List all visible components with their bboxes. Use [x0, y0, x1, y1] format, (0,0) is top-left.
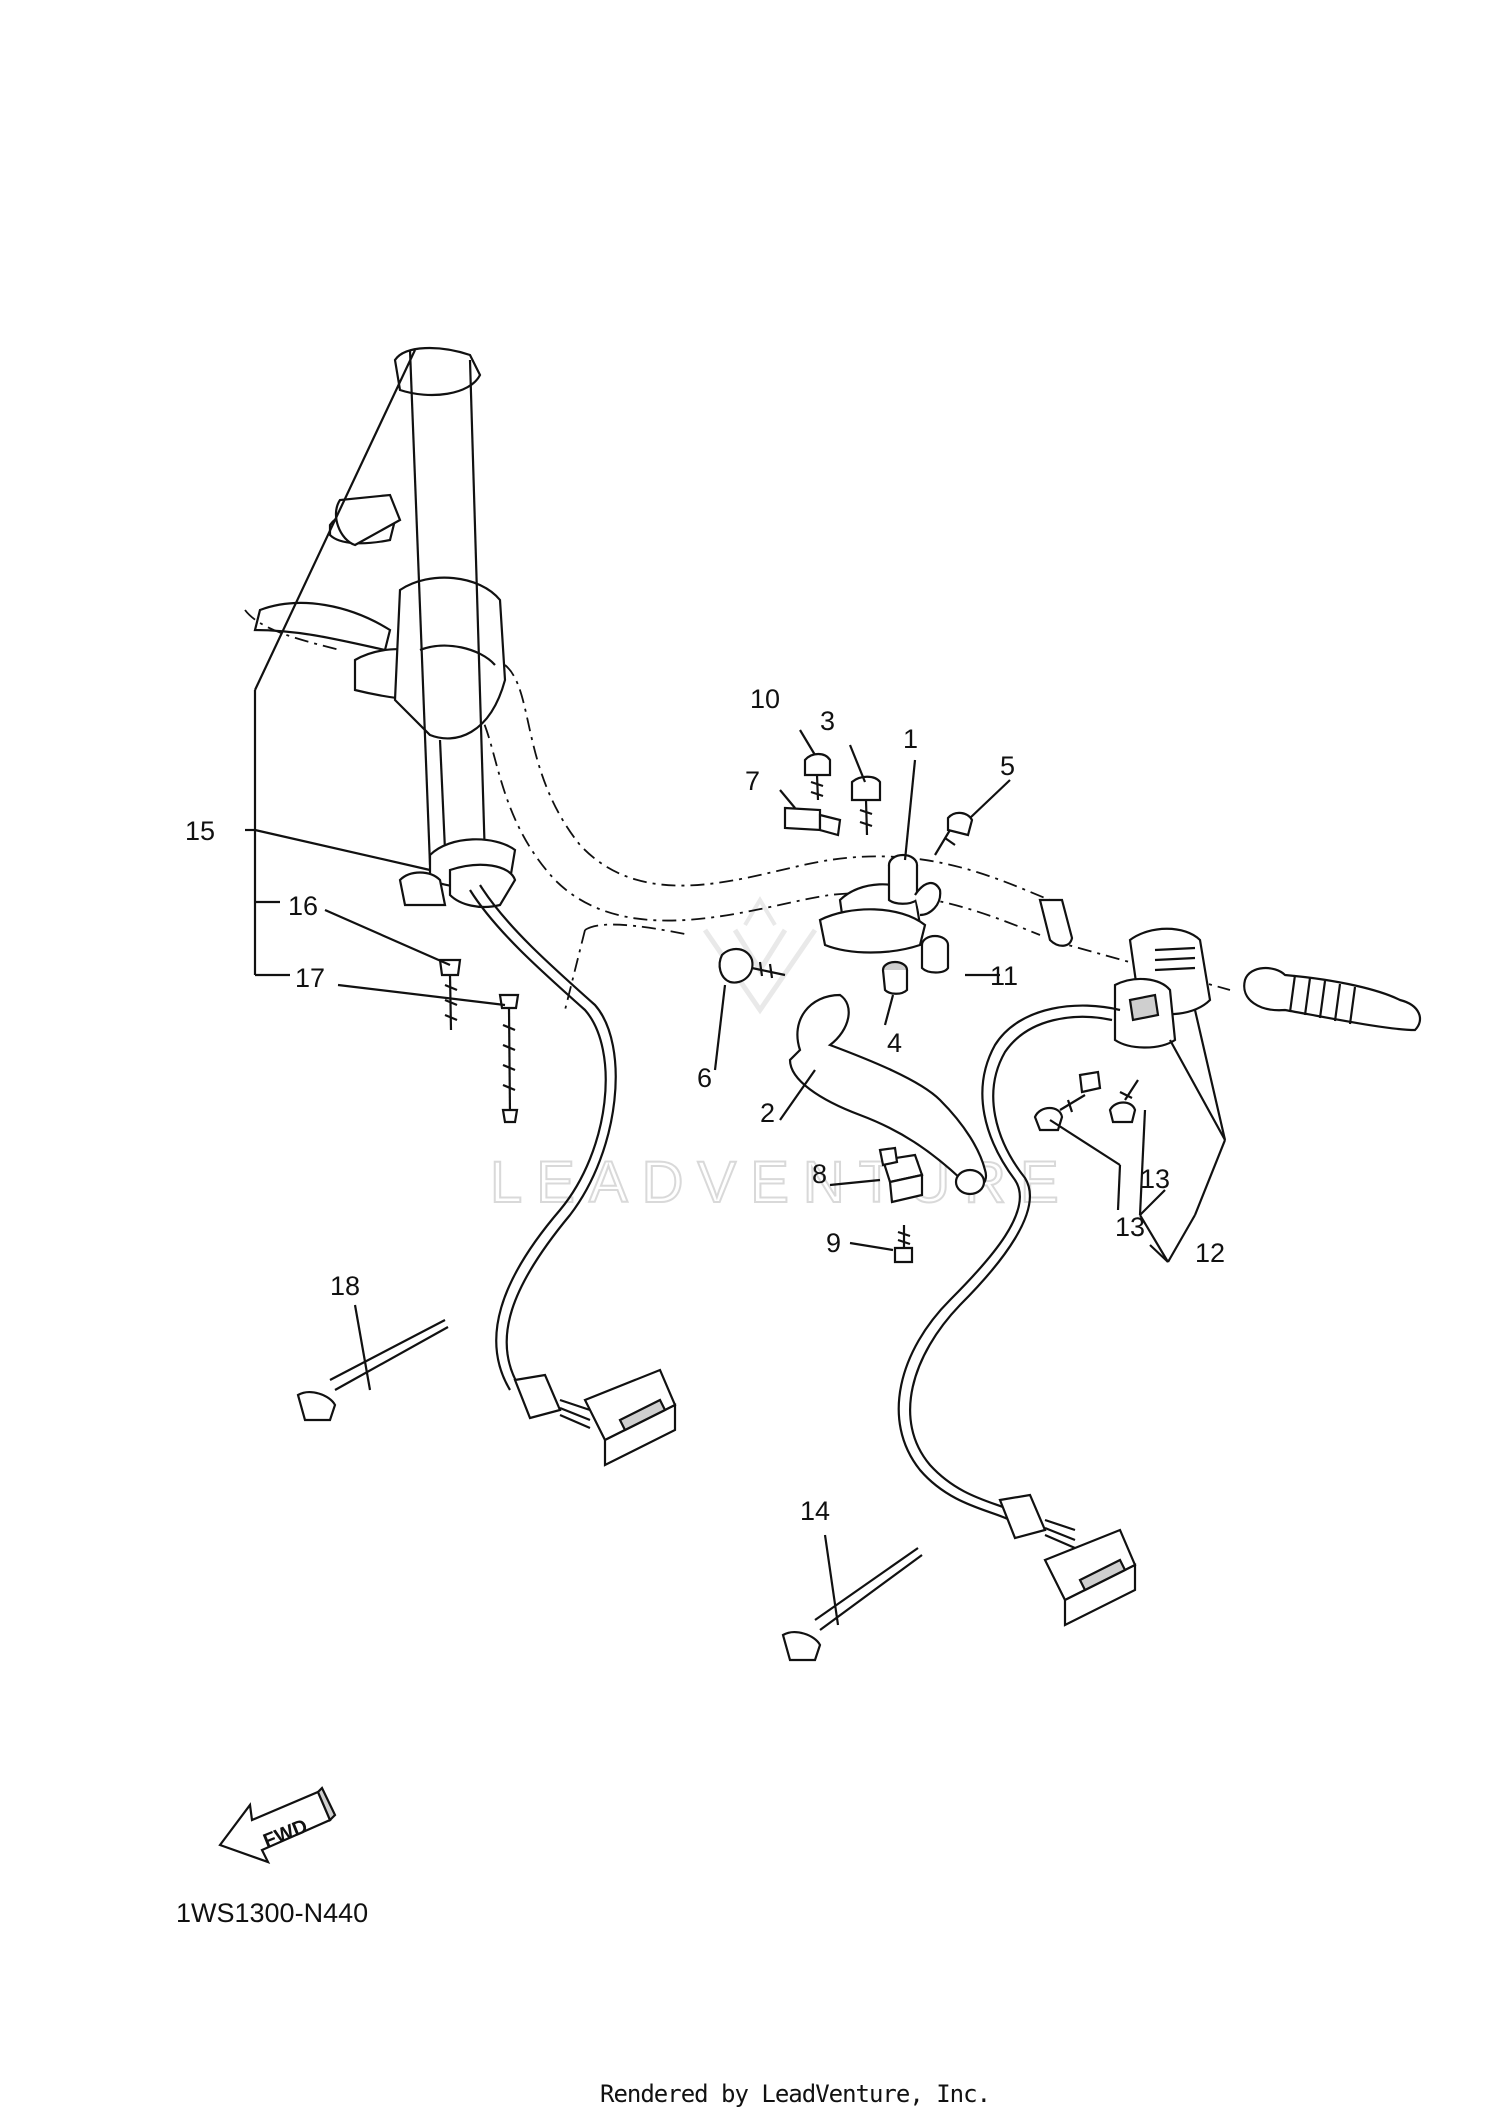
callout-12: 12	[1195, 1238, 1225, 1268]
render-credit: Rendered by LeadVenture, Inc.	[600, 2080, 991, 2108]
callout-17: 17	[295, 963, 325, 993]
part-9-screw	[893, 1225, 914, 1264]
handlebar	[469, 664, 1231, 1011]
left-grip	[244, 493, 402, 651]
part-6-adjuster	[718, 947, 786, 984]
part-13-screw-b	[1108, 1079, 1139, 1124]
part-14-cable-tie	[781, 1547, 923, 1662]
part-4-collar	[881, 960, 909, 995]
left-handlebar-switch-assembly	[253, 347, 507, 866]
diagram-code: 1WS1300-N440	[176, 1898, 369, 1928]
callout-6: 6	[697, 1063, 712, 1093]
callout-18: 18	[330, 1271, 360, 1301]
right-switch-connector	[998, 1493, 1137, 1627]
part-13-screw-a	[1033, 1094, 1086, 1132]
part-2-lever	[788, 993, 988, 1196]
callout-11: 11	[990, 961, 1018, 991]
callout-13-lower: 13	[1115, 1212, 1145, 1242]
leader-lines	[245, 349, 1227, 1626]
part-1-lever-bracket	[818, 853, 942, 954]
callout-labels: 1 2 3 4 5 6 7 8 9 10 11 12 13 13 14 15 1…	[185, 684, 1225, 1526]
part-18-cable-tie	[296, 1319, 449, 1422]
part-7-clip	[783, 806, 842, 837]
callout-3: 3	[820, 706, 835, 736]
right-grip	[1038, 898, 1422, 1032]
callout-5: 5	[1000, 751, 1015, 781]
callout-13-upper: 13	[1140, 1164, 1170, 1194]
callout-7: 7	[745, 766, 760, 796]
callout-8: 8	[812, 1159, 827, 1189]
part-16-screw	[438, 958, 462, 1031]
callout-14: 14	[800, 1496, 830, 1526]
part-3-bolt	[850, 775, 882, 836]
callout-16: 16	[288, 891, 318, 921]
callout-4: 4	[887, 1028, 902, 1058]
part-11-bushing	[920, 934, 950, 974]
callout-15: 15	[185, 816, 215, 846]
callout-10: 10	[750, 684, 780, 714]
callout-1: 1	[903, 724, 918, 754]
left-switch-connector	[513, 1368, 677, 1467]
fwd-arrow-icon: FWD	[218, 1786, 337, 1864]
part-17-screw	[498, 993, 520, 1124]
part-12-right-switch	[897, 927, 1212, 1521]
part-5-screw	[934, 811, 974, 856]
callout-9: 9	[826, 1228, 841, 1258]
part-15-left-switch	[398, 838, 617, 1391]
part-8-switch	[878, 1146, 924, 1204]
part-10-screw	[803, 752, 832, 801]
callout-2: 2	[760, 1098, 775, 1128]
